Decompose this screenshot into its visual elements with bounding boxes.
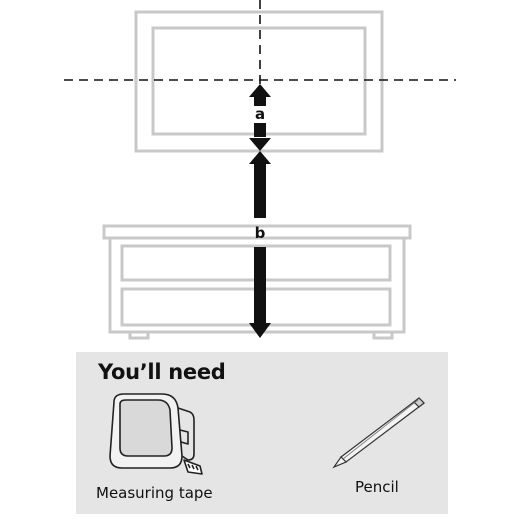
tools-needed-panel: You’ll need Measuring tape Pencil [76, 352, 448, 514]
pencil-icon [332, 397, 425, 469]
dimension-b-arrow [249, 151, 271, 338]
measuring-tape-icon [109, 393, 203, 475]
measuring-tape-label: Measuring tape [96, 484, 213, 502]
tools-panel-title: You’ll need [98, 360, 226, 384]
center-guide-lines [64, 0, 456, 84]
dimension-a-label: a [255, 105, 265, 123]
pencil-label: Pencil [355, 478, 399, 496]
dimension-a-arrow [249, 84, 271, 151]
dimension-b-label: b [255, 224, 266, 242]
